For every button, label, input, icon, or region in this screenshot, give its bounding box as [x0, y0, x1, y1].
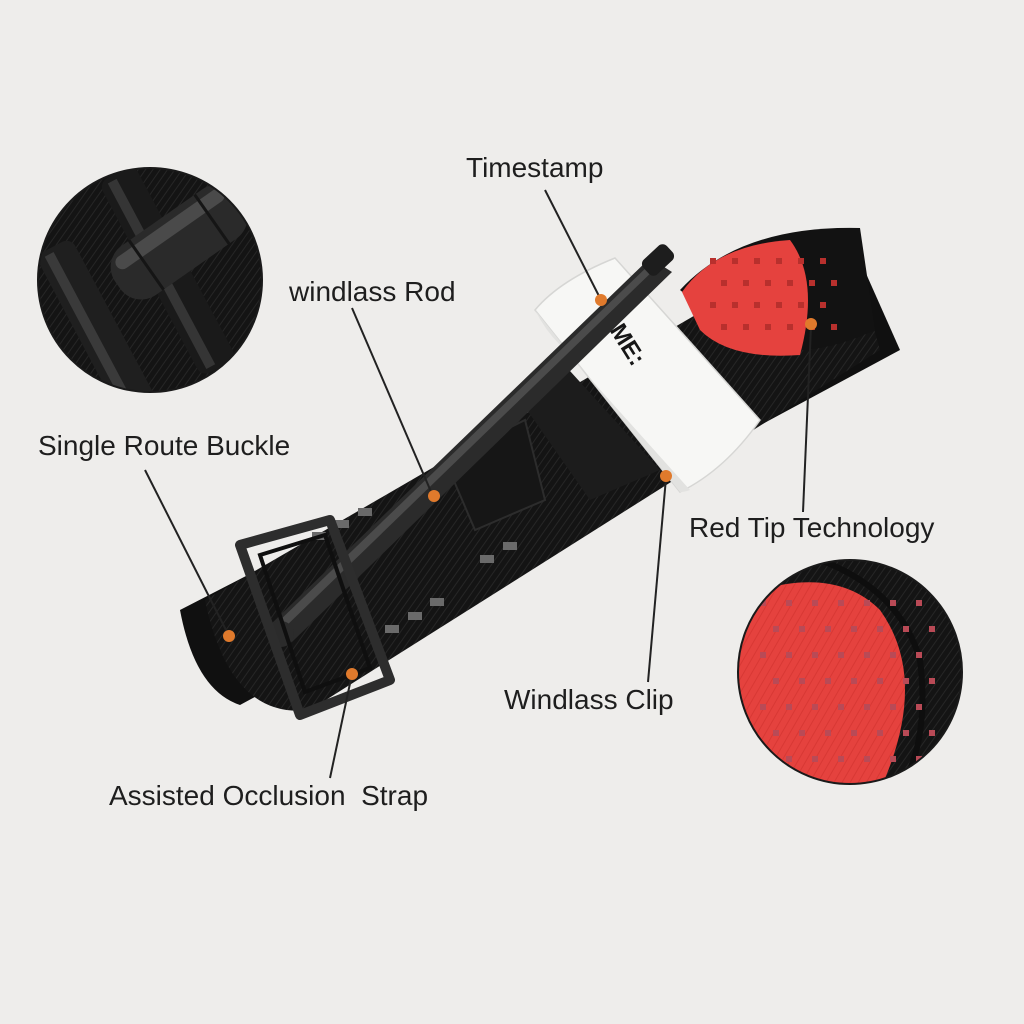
- perforation-dot: [760, 704, 766, 710]
- perforation-dot: [929, 626, 935, 632]
- perforation-dot: [812, 704, 818, 710]
- perforation-dot: [743, 280, 749, 286]
- perforation-dot: [812, 600, 818, 606]
- perforation-dot: [812, 756, 818, 762]
- perforation-dot: [825, 626, 831, 632]
- perforation-dot: [890, 756, 896, 762]
- perforation-dot: [787, 324, 793, 330]
- perforation-dot: [786, 704, 792, 710]
- perforation-dot: [825, 730, 831, 736]
- perforation-dot: [890, 652, 896, 658]
- perforation-dot: [732, 258, 738, 264]
- leader-red-tip: [802, 325, 812, 513]
- perforation-dot: [851, 626, 857, 632]
- perforation-dot: [864, 756, 870, 762]
- perforation-dot: [864, 600, 870, 606]
- label-single-route-buckle: Single Route Buckle: [38, 430, 291, 461]
- perforation-dot: [799, 626, 805, 632]
- perforation-dot: [773, 678, 779, 684]
- perforation-dot: [710, 258, 716, 264]
- tourniquet-product: TIME:: [180, 227, 900, 720]
- leader-timestamp: [544, 189, 601, 299]
- label-assisted-occlusion-strap: Assisted Occlusion Strap: [109, 780, 429, 811]
- buckle-zoom-circle: [37, 167, 263, 393]
- perforation-dot: [809, 280, 815, 286]
- dot-windlass-clip: [660, 470, 672, 482]
- perforation-dot: [929, 678, 935, 684]
- perforation-dot: [799, 678, 805, 684]
- perforation-dot: [864, 652, 870, 658]
- perforation-dot: [903, 730, 909, 736]
- perforation-dot: [877, 730, 883, 736]
- perforation-dot: [765, 324, 771, 330]
- perforation-dot: [710, 302, 716, 308]
- buckle-shape: [235, 515, 395, 720]
- label-windlass-clip: Windlass Clip: [504, 684, 674, 715]
- leader-assisted-occlusion: [329, 673, 353, 779]
- perforation-dot: [838, 756, 844, 762]
- perforation-dot: [831, 324, 837, 330]
- red-tip-zoom-circle: [737, 559, 963, 785]
- perforation-dot: [890, 704, 896, 710]
- perforation-dot: [773, 626, 779, 632]
- perforation-dot: [765, 280, 771, 286]
- perforation-dot: [773, 730, 779, 736]
- perforation-dot: [903, 626, 909, 632]
- dot-red-tip: [805, 318, 817, 330]
- perforation-dot: [754, 258, 760, 264]
- perforation-dot: [929, 730, 935, 736]
- leader-windlass-rod: [351, 307, 433, 495]
- perforation-dot: [851, 730, 857, 736]
- dot-windlass-rod: [428, 490, 440, 502]
- perforation-dot: [838, 600, 844, 606]
- perforation-dot: [820, 258, 826, 264]
- perforation-dot: [916, 704, 922, 710]
- perforation-dot: [798, 302, 804, 308]
- perforation-dot: [721, 324, 727, 330]
- perforation-dot: [890, 600, 896, 606]
- dot-timestamp: [595, 294, 607, 306]
- perforation-dot: [786, 652, 792, 658]
- windlass-clip: [520, 360, 660, 500]
- leader-single-route-buckle: [144, 469, 229, 635]
- perforation-dot: [916, 652, 922, 658]
- leader-lines: [144, 189, 812, 779]
- perforation-dot: [877, 626, 883, 632]
- perforation-dot: [812, 652, 818, 658]
- perforation-dot: [776, 302, 782, 308]
- label-red-tip-technology: Red Tip Technology: [689, 512, 935, 543]
- perforation-dot: [838, 704, 844, 710]
- leader-dots: [223, 294, 817, 680]
- perforation-dot: [787, 280, 793, 286]
- perforation-dot: [820, 302, 826, 308]
- perforation-dot: [786, 756, 792, 762]
- perforation-dot: [760, 756, 766, 762]
- perforation-dot: [851, 678, 857, 684]
- perforation-dot: [825, 678, 831, 684]
- label-timestamp: Timestamp: [466, 152, 604, 183]
- red-tip-tab: [680, 227, 875, 356]
- perforation-dot: [760, 652, 766, 658]
- dot-single-route-buckle: [223, 630, 235, 642]
- perforation-dot: [903, 678, 909, 684]
- dot-assisted-occlusion: [346, 668, 358, 680]
- perforation-dot: [838, 652, 844, 658]
- perforation-dot: [743, 324, 749, 330]
- perforation-dot: [798, 258, 804, 264]
- perforation-dot: [799, 730, 805, 736]
- perforation-dot: [786, 600, 792, 606]
- leader-windlass-clip: [647, 477, 667, 683]
- perforation-dot: [721, 280, 727, 286]
- perforation-dot: [877, 678, 883, 684]
- perforation-dot: [754, 302, 760, 308]
- perforation-dot: [776, 258, 782, 264]
- perforation-dot: [916, 600, 922, 606]
- perforation-dot: [864, 704, 870, 710]
- perforation-dot: [831, 280, 837, 286]
- label-windlass-rod: windlass Rod: [289, 276, 456, 307]
- perforation-dot: [732, 302, 738, 308]
